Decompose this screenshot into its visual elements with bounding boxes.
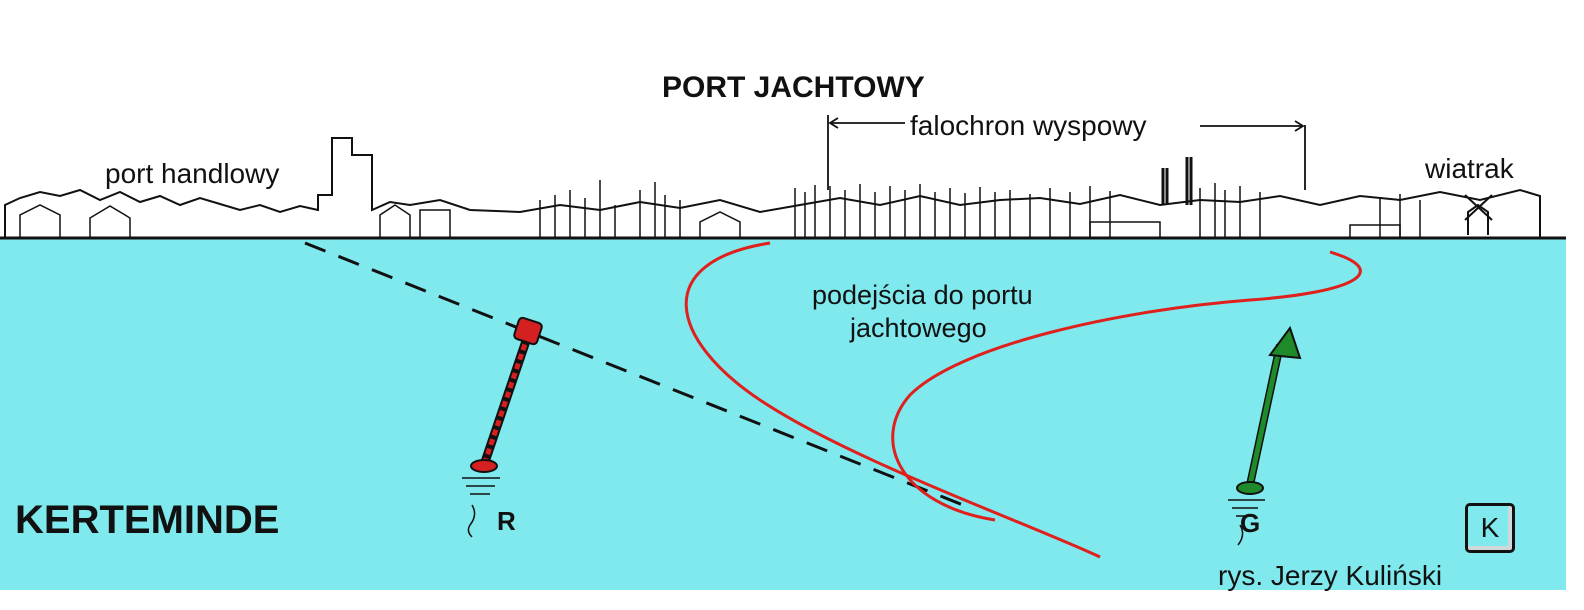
logo-key-icon: K (1465, 503, 1515, 553)
leading-line-dashed (304, 241, 969, 509)
town-label: KERTEMINDE (15, 498, 280, 542)
page-title: PORT JACHTOWY (662, 71, 925, 104)
masts (539, 180, 1421, 238)
red-buoy-label: R (497, 506, 516, 536)
windmill-label: wiatrak (1425, 153, 1514, 184)
breakwater-label: falochron wyspowy (910, 110, 1147, 141)
skyline (0, 137, 1566, 240)
approach-route-west (684, 241, 1101, 559)
windmill-icon (1464, 194, 1493, 235)
chimneys (1161, 157, 1193, 205)
logo-key-letter: K (1480, 512, 1500, 543)
breakwater-bracket (827, 115, 1306, 190)
approach-route-east (891, 250, 1362, 522)
houses (19, 204, 1401, 238)
green-buoy-icon (1228, 325, 1302, 546)
credit-label: rys. Jerzy Kuliński (1218, 560, 1443, 591)
red-buoy-icon (462, 316, 543, 538)
approach-label-line1: podejścia do portu (812, 280, 1033, 310)
approach-label-line2: jachtowego (850, 313, 987, 343)
town-silhouette (4, 137, 1541, 238)
green-buoy-label: G (1240, 508, 1261, 538)
commercial-port-label: port handlowy (105, 158, 280, 189)
